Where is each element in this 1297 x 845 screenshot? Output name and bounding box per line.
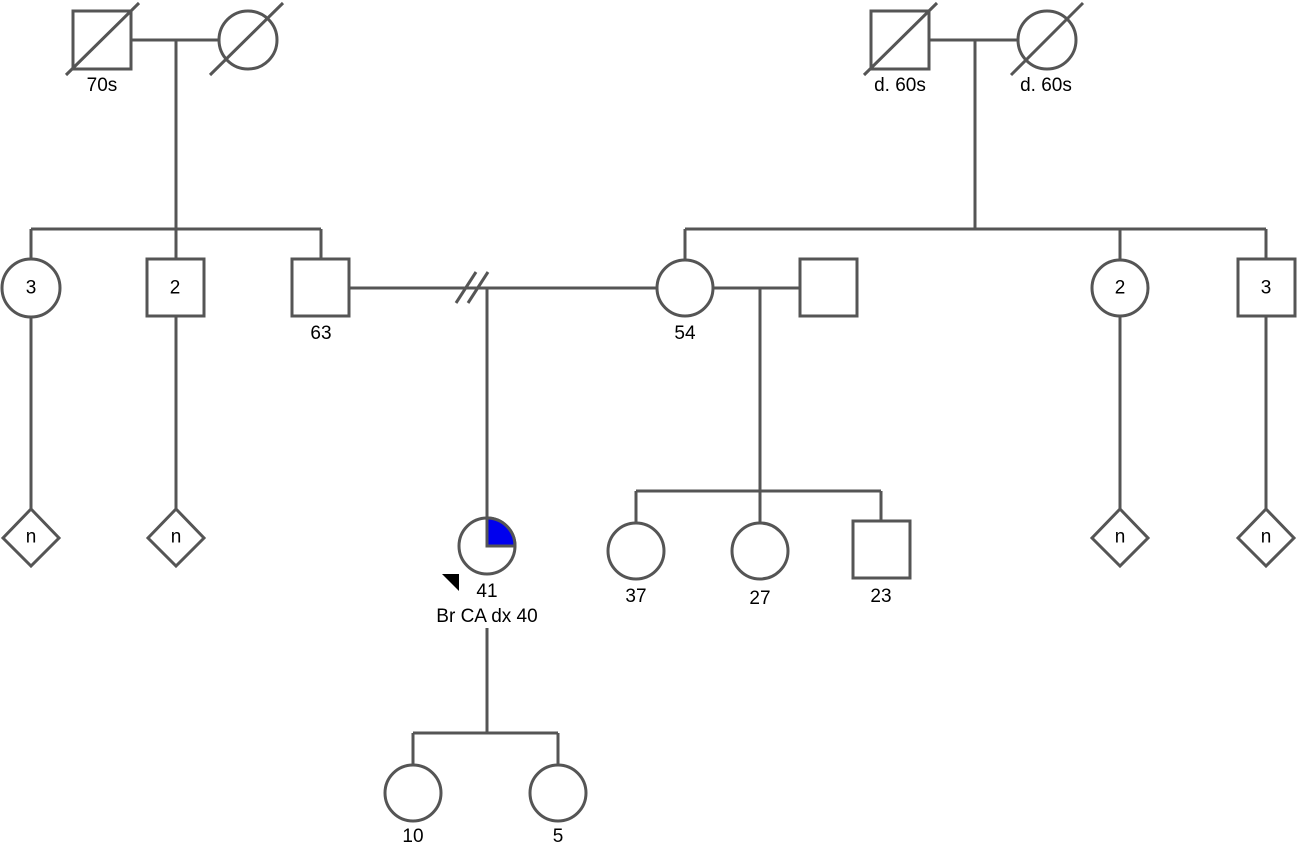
child-label: 5: [553, 826, 564, 845]
paternal-grandmother: [208, 1, 285, 77]
divorce-mark-2: [466, 271, 490, 304]
deceased-slash: [1009, 1, 1085, 77]
deceased-slash: [862, 1, 939, 77]
female-symbol: [606, 521, 666, 581]
female-symbol: [217, 9, 279, 71]
paternal-grandfather-label: 70s: [87, 75, 118, 96]
half-sibling-label: 27: [749, 588, 770, 609]
father: 63: [290, 257, 351, 344]
relationship-lines: [29, 38, 1268, 765]
diamond-symbol: [145, 506, 207, 569]
proband-condition: Br CA dx 40: [436, 606, 537, 627]
diamond-symbol: [0, 506, 62, 569]
half-sibling-label: 37: [625, 586, 646, 607]
children-count: n: [171, 527, 182, 548]
maternal-aunts-children: n: [1089, 506, 1151, 569]
proband-child-1: 10: [383, 763, 443, 845]
divorce-mark-1: [454, 271, 478, 304]
diamond-symbol: [1235, 506, 1297, 569]
paternal-aunts-group: 3: [0, 257, 62, 319]
paternal-uncles-children: n: [145, 506, 207, 569]
male-symbol: [851, 519, 912, 580]
female-symbol: [528, 763, 588, 823]
maternal-grandmother: d. 60s: [1009, 1, 1085, 96]
maternal-aunts-count: 2: [1115, 278, 1126, 299]
female-symbol: [0, 257, 62, 319]
paternal-aunts-count: 3: [26, 278, 37, 299]
mother: 54: [655, 258, 715, 344]
proband-child-2: 5: [528, 763, 588, 845]
mother-label: 54: [674, 323, 696, 344]
male-symbol: [798, 257, 859, 318]
half-sibling-2: 27: [730, 521, 790, 609]
children-count: n: [26, 527, 37, 548]
male-symbol: [290, 257, 351, 318]
male-symbol: [145, 257, 206, 318]
female-symbol: [730, 521, 790, 581]
paternal-uncles-count: 2: [170, 278, 181, 299]
maternal-uncles-count: 3: [1261, 278, 1272, 299]
maternal-uncles-group: 3: [1236, 257, 1297, 318]
female-symbol: [655, 258, 715, 318]
children-count: n: [1261, 527, 1272, 548]
maternal-grandmother-label: d. 60s: [1020, 75, 1072, 96]
father-label: 63: [310, 323, 331, 344]
maternal-uncles-children: n: [1235, 506, 1297, 569]
paternal-uncles-group: 2: [145, 257, 206, 318]
mothers-partner: [798, 257, 859, 318]
paternal-aunts-children: n: [0, 506, 62, 569]
paternal-grandfather: 70s: [64, 1, 141, 96]
maternal-grandfather: d. 60s: [862, 1, 939, 96]
maternal-aunts-group: 2: [1090, 258, 1150, 318]
maternal-grandfather-label: d. 60s: [874, 75, 926, 96]
diamond-symbol: [1089, 506, 1151, 569]
half-sibling-1: 37: [606, 521, 666, 607]
male-symbol: [1236, 257, 1297, 318]
female-symbol: [1090, 258, 1150, 318]
deceased-slash: [64, 1, 141, 77]
affected-quadrant: [485, 516, 517, 548]
proband: 41 Br CA dx 40: [436, 516, 538, 627]
deceased-slash: [208, 1, 285, 77]
half-sibling-label: 23: [870, 586, 891, 607]
child-label: 10: [402, 826, 423, 845]
proband-age: 41: [476, 581, 497, 602]
female-symbol: [383, 763, 443, 823]
proband-arrow-icon: [442, 574, 459, 591]
half-sibling-3: 23: [851, 519, 912, 607]
children-count: n: [1115, 527, 1126, 548]
